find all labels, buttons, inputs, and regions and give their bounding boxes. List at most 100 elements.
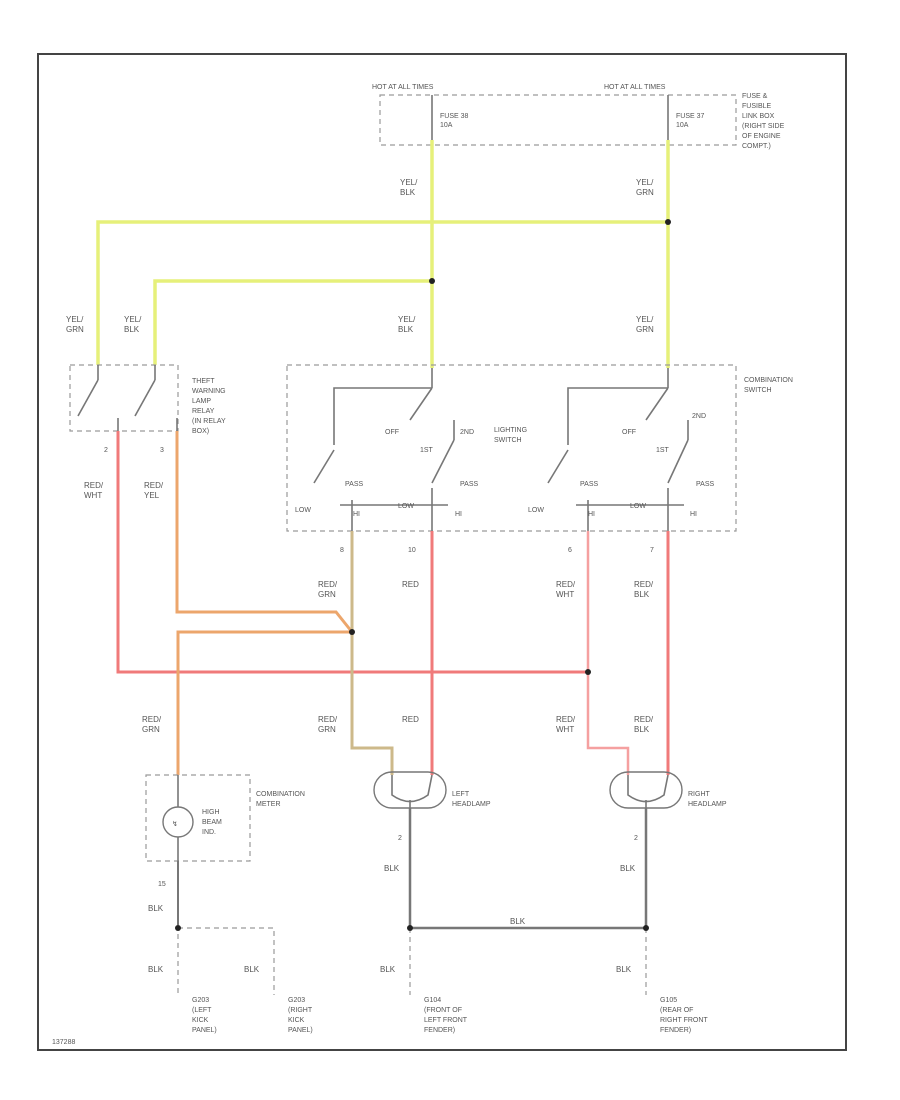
combination-switch: COMBINATION SWITCH LIGHTING SWITCH OFF 1… — [286, 364, 793, 554]
wire-label-red-blk-lamp-2: BLK — [634, 725, 650, 734]
ground-g2-4: PANEL) — [288, 1027, 313, 1034]
wire-label-red-grn-switch: RED/ — [318, 580, 338, 589]
ground-g2-3: KICK — [288, 1017, 305, 1024]
wire-label-yel-grn-top: YEL/ — [636, 178, 654, 187]
wire-label-blk-g3: BLK — [380, 965, 396, 974]
ground-g4-4: FENDER) — [660, 1027, 691, 1034]
right-headlamp: RIGHT HEADLAMP 2 — [609, 771, 727, 842]
fuse-38-rating: 10A — [440, 122, 453, 129]
relay-label-3: LAMP — [192, 398, 211, 405]
switch-pin-8: 8 — [340, 547, 344, 554]
wire-label-yel-blk-relay: YEL/ — [124, 315, 142, 324]
left-headlamp: LEFT HEADLAMP 2 — [373, 771, 491, 842]
wire-label-blk-g4: BLK — [616, 965, 632, 974]
yellow-wires — [96, 140, 670, 368]
switch-pass-right-1: PASS — [580, 481, 598, 488]
wire-label-blk-right-lamp: BLK — [620, 864, 636, 873]
left-headlamp-pin: 2 — [398, 835, 402, 842]
combination-switch-label-2: SWITCH — [744, 387, 772, 394]
switch-hi-left-1: HI — [353, 511, 360, 518]
switch-hi-right-1: HI — [588, 511, 595, 518]
hot-label-left: HOT AT ALL TIMES — [372, 84, 434, 91]
splice-dot — [175, 925, 181, 931]
relay-outline — [69, 364, 179, 432]
bulb-filament-icon: ↯ — [172, 820, 178, 828]
wire-label-yel-grn-top-2: GRN — [636, 188, 654, 197]
fuse-37-rating: 10A — [676, 122, 689, 129]
switch-pin-10: 10 — [408, 547, 416, 554]
relay-label-4: RELAY — [192, 408, 215, 415]
ground-g4-2: (REAR OF — [660, 1007, 693, 1014]
ground-g2-1: G203 — [288, 997, 305, 1004]
fuse-box-label-2: FUSIBLE — [742, 103, 772, 110]
wire-label-blk-g1: BLK — [148, 965, 164, 974]
wire-label-yel-blk-top-2: BLK — [400, 188, 416, 197]
fuse-box: HOT AT ALL TIMES HOT AT ALL TIMES FUSE 3… — [372, 84, 785, 150]
wire-label-yel-blk-top: YEL/ — [400, 178, 418, 187]
wire-label-red-grn-lamp-2: GRN — [318, 725, 336, 734]
wire-label-red-lamp: RED — [402, 715, 419, 724]
meter-bulb-label-2: BEAM — [202, 819, 222, 826]
wire-label-red-wht-lamp: RED/ — [556, 715, 576, 724]
wire-label-blk-meter: BLK — [148, 904, 164, 913]
meter-pin-15: 15 — [158, 881, 166, 888]
splice-dot — [585, 669, 591, 675]
fuse-37-name: FUSE 37 — [676, 113, 705, 120]
lighting-switch-label-1: LIGHTING — [494, 427, 527, 434]
meter-bulb-label-3: IND. — [202, 829, 216, 836]
wire-label-red-yel-relay-2: YEL — [144, 491, 160, 500]
wire-label-red-wht-relay: RED/ — [84, 481, 104, 490]
switch-pin-7: 7 — [650, 547, 654, 554]
meter-outline — [145, 774, 251, 862]
wire-label-yel-blk-switch-2: BLK — [398, 325, 414, 334]
relay-pin-3: 3 — [160, 447, 164, 454]
ground-g1-2: (LEFT — [192, 1007, 212, 1014]
ground-g3-2: (FRONT OF — [424, 1007, 462, 1014]
relay-label-1: THEFT — [192, 378, 215, 385]
theft-warning-relay: THEFT WARNING LAMP RELAY (IN RELAY BOX) … — [69, 364, 226, 454]
wire-label-yel-blk-switch: YEL/ — [398, 315, 416, 324]
ground-labels: G203 (LEFT KICK PANEL) G203 (RIGHT KICK … — [192, 997, 708, 1034]
meter-label-1: COMBINATION — [256, 791, 305, 798]
ground-g4-3: RIGHT FRONT — [660, 1017, 708, 1024]
ground-g1-1: G203 — [192, 997, 209, 1004]
left-headlamp-label-2: HEADLAMP — [452, 801, 491, 808]
wire-label-yel-grn-switch: YEL/ — [636, 315, 654, 324]
wire-label-red-grn-meter-2: GRN — [142, 725, 160, 734]
wire-label-yel-grn-relay-2: GRN — [66, 325, 84, 334]
relay-label-2: WARNING — [192, 388, 226, 395]
wire-label-red-wht-relay-2: WHT — [84, 491, 102, 500]
wire-label-red-grn-meter: RED/ — [142, 715, 162, 724]
wire-label-red-blk-switch-2: BLK — [634, 590, 650, 599]
fuse-box-label-4: (RIGHT SIDE — [742, 123, 785, 130]
switch-2nd-right: 2ND — [692, 413, 706, 420]
wire-label-yel-blk-relay-2: BLK — [124, 325, 140, 334]
ground-g2-2: (RIGHT — [288, 1007, 313, 1014]
hot-label-right: HOT AT ALL TIMES — [604, 84, 666, 91]
relay-label-6: BOX) — [192, 428, 209, 435]
combination-switch-outline — [286, 364, 737, 532]
combination-switch-label-1: COMBINATION — [744, 377, 793, 384]
diagram-border — [37, 53, 847, 1051]
wire-label-red-wht-lamp-2: WHT — [556, 725, 574, 734]
switch-off-left: OFF — [385, 429, 399, 436]
meter-label-2: METER — [256, 801, 281, 808]
combination-meter: ↯ HIGH BEAM IND. COMBINATION METER 15 — [145, 774, 305, 888]
wire-label-red-blk-lamp: RED/ — [634, 715, 654, 724]
splice-dot — [349, 629, 355, 635]
wire-label-red-yel-relay: RED/ — [144, 481, 164, 490]
right-headlamp-label-1: RIGHT — [688, 791, 711, 798]
wire-label-yel-grn-switch-2: GRN — [636, 325, 654, 334]
left-headlamp-label-1: LEFT — [452, 791, 470, 798]
switch-hi-left-2: HI — [455, 511, 462, 518]
splice-dot — [665, 219, 671, 225]
fuse-box-label-3: LINK BOX — [742, 113, 775, 120]
switch-pin-6: 6 — [568, 547, 572, 554]
ground-g1-4: PANEL) — [192, 1027, 217, 1034]
ground-g4-1: G105 — [660, 997, 677, 1004]
red-wires — [116, 431, 670, 775]
right-headlamp-label-2: HEADLAMP — [688, 801, 727, 808]
wire-label-red-grn-switch-2: GRN — [318, 590, 336, 599]
splice-dot — [429, 278, 435, 284]
